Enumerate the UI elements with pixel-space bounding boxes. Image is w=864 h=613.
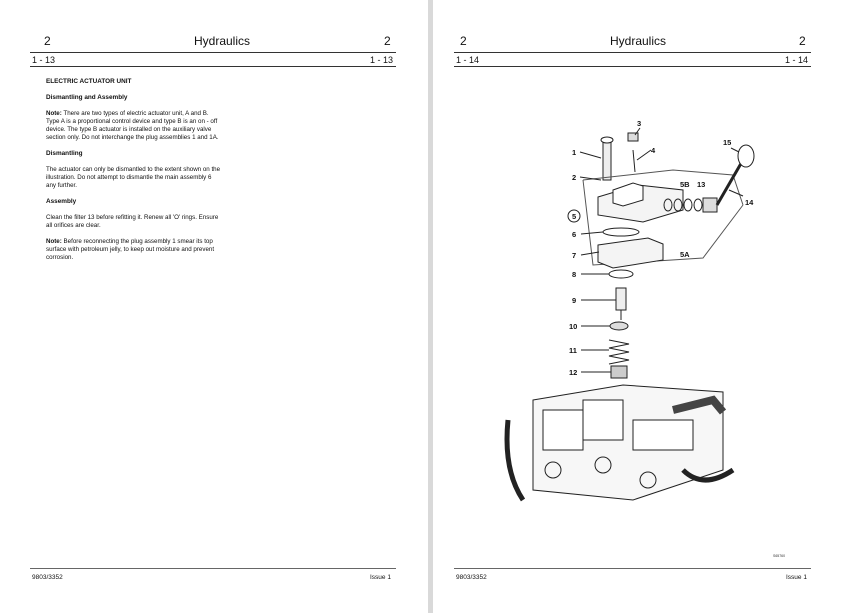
- part-label: 13: [697, 180, 705, 189]
- part-label: 3: [637, 119, 641, 128]
- part-label: 10: [569, 322, 577, 331]
- header-rule: [454, 52, 811, 53]
- body-text: ELECTRIC ACTUATOR UNIT Dismantling and A…: [46, 78, 222, 270]
- subheader-rule: [454, 66, 811, 67]
- assembly-text: Clean the filter 13 before refitting it.…: [46, 214, 219, 229]
- part-label: 7: [572, 251, 576, 260]
- assembly-heading: Assembly: [46, 198, 77, 205]
- part-label: 9: [572, 296, 576, 305]
- footer-issue: Issue 1: [786, 574, 807, 581]
- page-ref: 1 - 13: [370, 55, 394, 65]
- part-label: 15: [723, 138, 731, 147]
- part-label: 14: [745, 198, 754, 207]
- part-label: 11: [569, 346, 577, 355]
- dismantling-heading: Dismantling: [46, 150, 83, 157]
- subheading: Dismantling and Assembly: [46, 94, 128, 101]
- exploded-diagram: 1 2 3 4 5 5A 5B 6 7 8 9 10 11 12 13 14 1…: [504, 119, 785, 558]
- dismantling-text: The actuator can only be dismantled to t…: [46, 166, 221, 189]
- footer-rule: [454, 568, 811, 569]
- footer-doc-number: 9803/3352: [456, 574, 487, 581]
- page-title: Hydraulics: [610, 34, 667, 48]
- part-label: 6: [572, 230, 576, 239]
- part-label: 5A: [680, 250, 690, 259]
- page-ref: 1 - 14: [785, 55, 809, 65]
- part-label: 8: [572, 270, 576, 279]
- part-label: 1: [572, 148, 576, 157]
- note-text: There are two types of electric actuator…: [46, 110, 219, 141]
- page-ref: 1 - 13: [32, 55, 56, 65]
- section-number: 2: [384, 34, 391, 48]
- heading: ELECTRIC ACTUATOR UNIT: [46, 78, 132, 85]
- right-page: 2 Hydraulics 2 1 - 14 1 - 14: [433, 0, 864, 613]
- note-paragraph: Note: There are two types of electric ac…: [46, 110, 222, 142]
- note-paragraph: Note: Before reconnecting the plug assem…: [46, 238, 222, 262]
- left-page: 2 Hydraulics 2 1 - 13 1 - 13 ELECTRIC AC…: [0, 0, 428, 613]
- page-ref: 1 - 14: [456, 55, 480, 65]
- header-rule: [30, 52, 396, 53]
- circled-label-5: [567, 209, 581, 223]
- note-text: Before reconnecting the plug assembly 1 …: [46, 238, 215, 261]
- note-label: Note:: [46, 110, 62, 117]
- section-number: 2: [799, 34, 806, 48]
- part-label: 4: [651, 146, 656, 155]
- section-number: 2: [460, 34, 467, 48]
- part-label: 5B: [680, 180, 690, 189]
- page-title: Hydraulics: [194, 34, 251, 48]
- part-label: 12: [569, 368, 577, 377]
- subheader-rule: [30, 66, 396, 67]
- section-number: 2: [44, 34, 51, 48]
- note-label: Note:: [46, 238, 62, 245]
- footer-rule: [30, 568, 396, 569]
- footer-doc-number: 9803/3352: [32, 574, 63, 581]
- part-label: 2: [572, 173, 576, 182]
- part-label: 5: [572, 212, 576, 221]
- figure-ref: S65760: [773, 554, 785, 558]
- footer-issue: Issue 1: [370, 574, 391, 581]
